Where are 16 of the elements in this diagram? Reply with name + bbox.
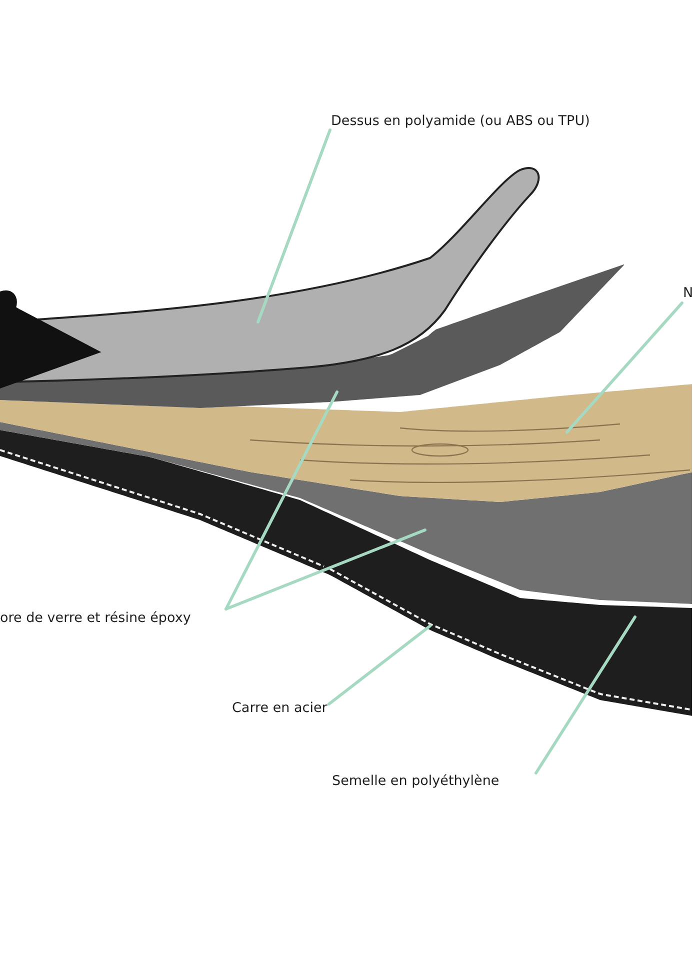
fiberglass-layer-drawing — [0, 264, 624, 408]
part-label: Carre en acier — [232, 700, 328, 716]
top-sheet-drawing — [0, 167, 540, 388]
part-label: Dessus en polyamide (ou ABS ou TPU) — [331, 113, 590, 129]
ski-base-drawing — [0, 430, 692, 716]
leader-line — [328, 624, 432, 706]
leader-line — [534, 616, 636, 774]
leader-line — [566, 302, 684, 434]
leader-line — [224, 528, 426, 610]
part-label: Semelle en polyéthylène — [332, 773, 500, 789]
part-label: N — [683, 285, 693, 301]
wood-core-drawing — [0, 384, 692, 502]
fiberglass-layer-drawing — [0, 422, 692, 604]
part-label: ore de verre et résine époxy — [0, 610, 191, 626]
leader-line — [256, 128, 332, 324]
leader-line — [224, 390, 338, 610]
